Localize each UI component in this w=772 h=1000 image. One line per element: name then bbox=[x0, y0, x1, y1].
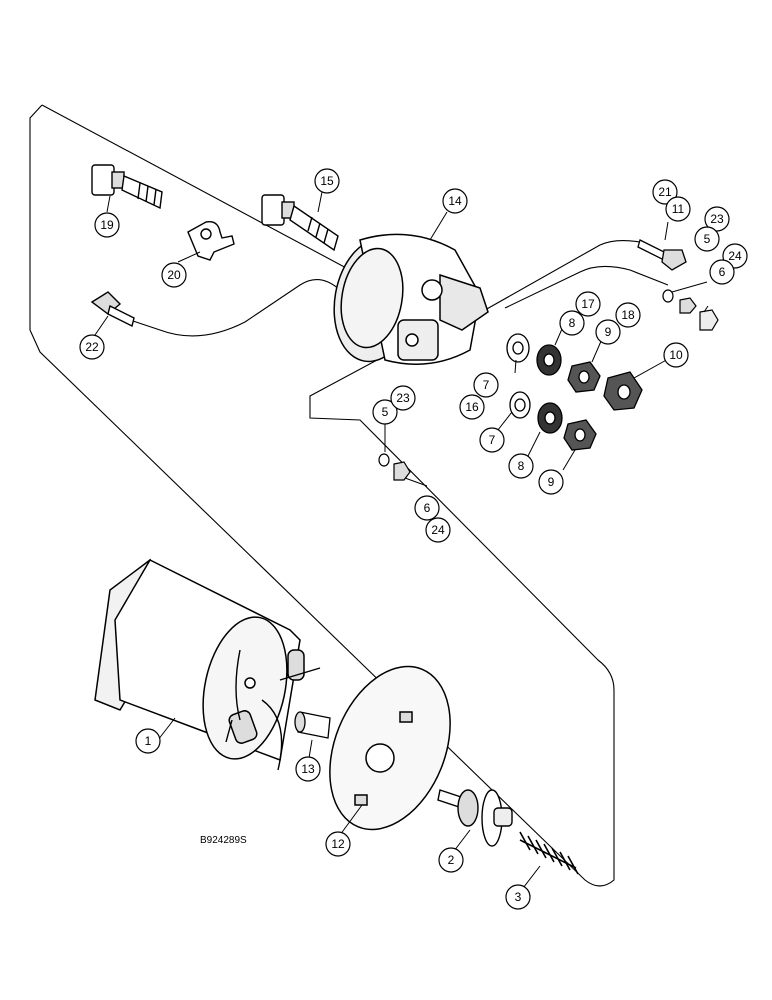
callout-8: 8 bbox=[559, 310, 585, 336]
svg-text:10: 10 bbox=[669, 348, 683, 362]
figure-id: B924289S bbox=[200, 835, 247, 846]
callout-9: 9 bbox=[595, 319, 621, 345]
callout-7b: 7 bbox=[479, 427, 505, 453]
callout-24b: 24 bbox=[425, 517, 451, 543]
svg-text:14: 14 bbox=[448, 194, 462, 208]
washer-5-part bbox=[662, 289, 674, 303]
svg-text:24: 24 bbox=[431, 523, 445, 537]
svg-text:6: 6 bbox=[424, 501, 431, 515]
callout-2: 2 bbox=[438, 847, 464, 873]
svg-text:3: 3 bbox=[515, 890, 522, 904]
callout-21: 21 bbox=[652, 179, 678, 205]
callout-7: 7 bbox=[473, 372, 499, 398]
svg-text:9: 9 bbox=[605, 325, 612, 339]
callout-15: 15 bbox=[314, 168, 340, 194]
callout-12: 12 bbox=[325, 831, 351, 857]
callout-9b: 9 bbox=[538, 469, 564, 495]
nut-24-part bbox=[699, 309, 719, 331]
callout-22: 22 bbox=[79, 334, 105, 360]
nut-6b-part bbox=[393, 461, 411, 481]
svg-text:23: 23 bbox=[710, 212, 724, 226]
svg-text:21: 21 bbox=[658, 185, 672, 199]
contact-2-part bbox=[437, 789, 513, 847]
assembly-outline bbox=[29, 104, 669, 887]
svg-text:5: 5 bbox=[382, 405, 389, 419]
wire-leads bbox=[225, 649, 321, 771]
callout-5: 5 bbox=[694, 226, 720, 252]
callout-16: 16 bbox=[459, 394, 485, 420]
svg-text:11: 11 bbox=[672, 202, 685, 216]
housing-14-part bbox=[333, 233, 489, 365]
svg-text:12: 12 bbox=[331, 837, 345, 851]
screw-11-part bbox=[637, 239, 687, 271]
spring-3-part bbox=[519, 831, 579, 875]
svg-text:7: 7 bbox=[483, 378, 490, 392]
svg-text:7: 7 bbox=[489, 433, 496, 447]
svg-text:5: 5 bbox=[704, 232, 711, 246]
callout-19: 19 bbox=[94, 212, 120, 238]
svg-text:9: 9 bbox=[548, 475, 555, 489]
svg-text:13: 13 bbox=[301, 762, 315, 776]
svg-text:17: 17 bbox=[581, 297, 595, 311]
callout-20: 20 bbox=[161, 262, 187, 288]
bolt-19-part bbox=[91, 164, 163, 210]
lock-tab-20-part bbox=[187, 221, 235, 261]
callout-14: 14 bbox=[442, 188, 468, 214]
callout-11: 11 bbox=[665, 196, 691, 222]
svg-text:16: 16 bbox=[465, 400, 479, 414]
svg-text:20: 20 bbox=[167, 268, 181, 282]
callout-1: 1 bbox=[135, 728, 161, 754]
sleeve-13-part bbox=[294, 711, 331, 739]
callout-6: 6 bbox=[709, 259, 735, 285]
washer-nut-stacks bbox=[506, 333, 643, 451]
svg-text:15: 15 bbox=[320, 174, 334, 188]
callout-18: 18 bbox=[615, 302, 641, 328]
svg-text:8: 8 bbox=[569, 316, 576, 330]
plate-12-part bbox=[329, 665, 451, 831]
nut-6-part bbox=[679, 297, 697, 314]
callout-3: 3 bbox=[505, 884, 531, 910]
washer-5b-part bbox=[378, 453, 390, 467]
svg-text:1: 1 bbox=[145, 734, 152, 748]
svg-text:2: 2 bbox=[448, 853, 455, 867]
svg-text:24: 24 bbox=[728, 249, 742, 263]
callout-23b: 23 bbox=[390, 385, 416, 411]
svg-text:19: 19 bbox=[100, 218, 114, 232]
svg-text:18: 18 bbox=[621, 308, 635, 322]
callout-13: 13 bbox=[295, 756, 321, 782]
callout-8b: 8 bbox=[508, 453, 534, 479]
bolt-15-part bbox=[261, 194, 339, 252]
callout-6b: 6 bbox=[414, 495, 440, 521]
callout-23: 23 bbox=[704, 206, 730, 232]
svg-text:22: 22 bbox=[85, 340, 99, 354]
motor-1-part bbox=[94, 558, 305, 762]
callout-5b: 5 bbox=[372, 399, 398, 425]
svg-text:23: 23 bbox=[396, 391, 410, 405]
svg-text:8: 8 bbox=[518, 459, 525, 473]
callout-17: 17 bbox=[575, 291, 601, 317]
bolt-22-part bbox=[90, 291, 135, 328]
svg-text:6: 6 bbox=[719, 265, 726, 279]
callouts: 19 15 14 20 22 21 11 23 5 24 6 17 8 18 9… bbox=[79, 168, 748, 910]
callout-10: 10 bbox=[663, 342, 689, 368]
